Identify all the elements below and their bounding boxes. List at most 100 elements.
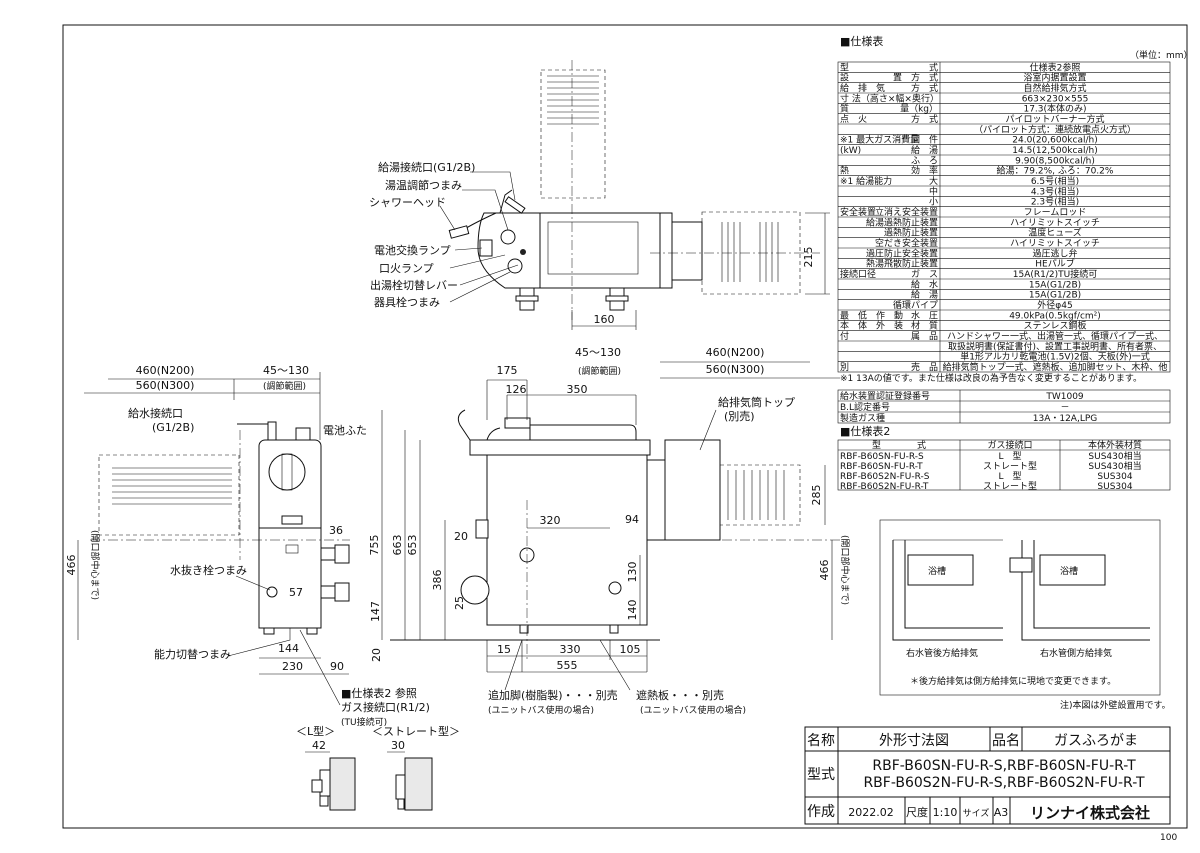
- label-pilot-lamp: 口火ランプ: [379, 262, 434, 275]
- spec-row-1-col-2: 式: [929, 61, 938, 73]
- spec-row-5-col-1: 質: [840, 103, 849, 115]
- spec2-row-4-gas: ストレート型: [983, 481, 1037, 492]
- spec-row-5-col-2: 量（kg）: [900, 104, 938, 115]
- spec-row-25-col-2: 水 圧: [911, 309, 938, 321]
- spec-row-6-col-3: パイロットバーナー方式: [1005, 113, 1104, 125]
- spec-row-26-col-3: ステンレス鋼板: [1023, 320, 1086, 332]
- front-body: [486, 454, 648, 626]
- dim-147: 147: [369, 601, 382, 622]
- dim-140: 140: [626, 600, 639, 621]
- label-tap-knob: 器具栓つまみ: [374, 295, 440, 309]
- adjust-range-front: (調節範囲): [578, 365, 621, 377]
- spec-row-21-col-3: 15A(R1/2)TU接続可: [1013, 268, 1097, 280]
- spec-row-14-col-2: 小: [929, 197, 938, 208]
- label-heat-shield-note: (ユニットバス使用の場合): [640, 704, 746, 716]
- spec-row-25-col-1: 最 低 作 動: [840, 309, 903, 321]
- dim-36: 36: [329, 524, 343, 537]
- side-body: [258, 527, 322, 629]
- dim-20-left: 20: [370, 648, 383, 662]
- spec-row-29-col-3: 単1形アルカリ乾電池(1.5V)2個、天板(外)一式: [960, 351, 1150, 363]
- spec-table-2-title: ■仕様表2: [840, 424, 890, 438]
- spec-row-17-col-3: 温度ヒューズ: [1028, 227, 1082, 239]
- spec-row-18-col-2: 空だき安全装置: [875, 237, 938, 249]
- page-number: 100: [1160, 833, 1177, 843]
- spec2-row-3-material: SUS304: [1097, 472, 1132, 482]
- spec2-row-2-gas: ストレート型: [983, 461, 1037, 472]
- spec-row-1-col-1: 型: [840, 62, 849, 73]
- spec-row-27-col-2: 属 品: [911, 331, 938, 342]
- spec2-row-1-material: SUS430相当: [1088, 450, 1141, 462]
- spec2-row-2-model: RBF-B60SN-FU-R-T: [840, 462, 923, 472]
- dim-215: 215: [802, 247, 815, 268]
- label-heat-shield: 遮熱板・・・別売: [636, 688, 724, 702]
- spec-row-8-col-3: 24.0(20,600kcal/h): [1012, 136, 1097, 146]
- title-product-value: ガスふろがま: [1054, 733, 1138, 749]
- spec-row-3-col-2: 方 式: [911, 82, 938, 94]
- dim-460-n200-side: 460(N200): [136, 364, 195, 377]
- spec-table-title: ■仕様表: [840, 34, 883, 48]
- spec-row-8-col-2: 回 件: [911, 134, 938, 146]
- spec-row-19-col-3: 過圧逃し弁: [1032, 247, 1077, 259]
- spec-row-27-col-3: ハンドシャワー一式、出湯管一式、循環パイプ一式、: [947, 330, 1163, 342]
- dim-15: 15: [497, 643, 511, 656]
- spec-row-12-col-3: 6.5号(相当): [1031, 175, 1079, 187]
- top-body: [539, 212, 661, 289]
- spec-row-9-col-2: 給 湯: [911, 144, 938, 156]
- top-view: 215 160: [448, 60, 830, 330]
- spec-row-3-col-3: 自然給排気方式: [1023, 82, 1086, 94]
- layout-label-side: 右水管側方給排気: [1040, 647, 1112, 659]
- spec-row-3-col-1: 給 排 気: [840, 82, 885, 94]
- label-battery-cover: 電池ふた: [323, 424, 367, 437]
- spec-row-22-col-2: 給 水: [911, 278, 938, 290]
- bathtub-left: [907, 554, 974, 586]
- shower-head-icon: [448, 225, 470, 239]
- spec-row-18-col-3: ハイリミットスイッチ: [1010, 238, 1100, 249]
- spec-row-22-col-3: 15A(G1/2B): [1029, 280, 1081, 290]
- front-view: [457, 409, 840, 660]
- flue-center-side: (開口部中心まで): [89, 530, 101, 600]
- spec2-row-3-gas: L 型: [998, 471, 1021, 482]
- label-l-type: ＜L型＞: [296, 724, 335, 738]
- drain-knob-icon: [266, 586, 278, 598]
- cert-row-2-label: B.L認定番号: [840, 401, 890, 413]
- spec-row-21-col-2: ガ ス: [911, 269, 938, 280]
- title-made-label: 作成: [807, 804, 835, 820]
- side-view: [90, 421, 350, 635]
- label-battery-lamp: 電池交換ランプ: [374, 243, 451, 257]
- spec-row-14-col-3: 2.3号(相当): [1031, 196, 1079, 208]
- title-made-value: 2022.02: [848, 806, 894, 819]
- spec2-header-gas: ガス接続口: [987, 439, 1032, 451]
- spec-table: ■仕様表 （単位：mm） 型式仕様表2参照設置 方 式浴室内据置設置給 排 気方…: [837, 34, 1193, 384]
- flue-top-vertical: [540, 69, 606, 199]
- spec2-row-2-material: SUS430相当: [1088, 460, 1141, 472]
- spec-row-17-col-2: 過熱防止装置: [884, 227, 938, 239]
- dim-350: 350: [567, 383, 588, 396]
- dim-160: 160: [594, 313, 615, 326]
- dim-90: 90: [330, 660, 344, 673]
- dim-330: 330: [560, 643, 581, 656]
- spec-row-5-col-3: 17.3(本体のみ): [1023, 103, 1086, 115]
- front-outlet-icon: [504, 417, 531, 429]
- dim-126: 126: [506, 383, 527, 396]
- label-temp-knob: 湯温調節つまみ: [385, 178, 462, 192]
- label-gas-tu: (TU接続可): [341, 716, 387, 728]
- spec-row-9-col-3: 14.5(12,500kcal/h): [1012, 146, 1097, 156]
- layout-label-rear: 右水管後方給排気: [906, 647, 978, 659]
- spec-row-10-col-2: ふ ろ: [911, 155, 938, 166]
- spec-row-11-col-1: 熱: [840, 165, 849, 177]
- spec-row-1-col-3: 仕様表2参照: [1030, 61, 1081, 73]
- spec-row-30-col-1: 別: [840, 362, 849, 373]
- dim-175: 175: [497, 364, 518, 377]
- spec-row-16-col-3: ハイリミットスイッチ: [1010, 217, 1100, 228]
- cert-row-3-label: 製造ガス種: [840, 412, 885, 424]
- spec-row-15-col-1: 安全装置: [840, 206, 876, 218]
- flue-center-front: (開口部中心まで): [839, 535, 851, 605]
- spec2-row-1-gas: L 型: [998, 451, 1021, 462]
- spec-rows: 型式仕様表2参照設置 方 式浴室内据置設置給 排 気方 式自然給排気方式寸 法（…: [838, 61, 1170, 373]
- spec-row-2-col-1: 設: [840, 72, 849, 84]
- spec2-row-4-material: SUS304: [1097, 482, 1132, 492]
- title-product-label: 品名: [992, 733, 1020, 749]
- label-hot-water-outlet: 給湯接続口(G1/2B): [378, 160, 475, 174]
- spec-row-30-col-2: 売 品: [911, 361, 938, 373]
